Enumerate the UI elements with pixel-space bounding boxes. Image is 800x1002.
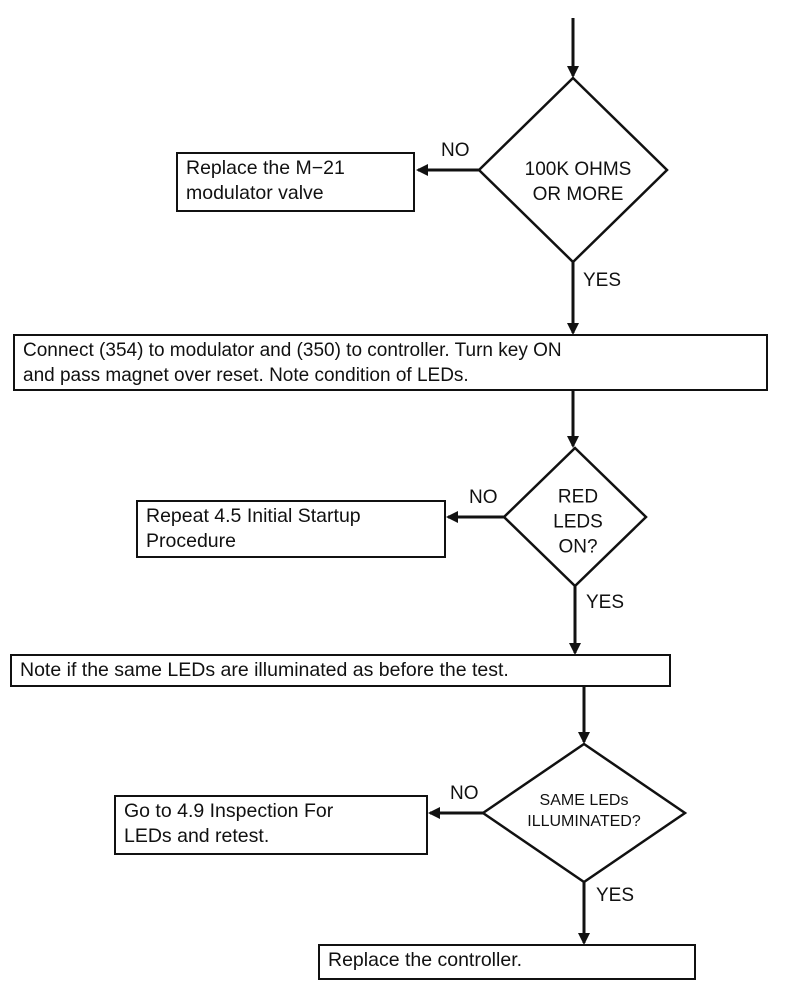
box-text-line: and pass magnet over reset. Note conditi…	[23, 365, 469, 386]
decision-text-line: ON?	[558, 536, 598, 558]
box-text-line: Replace the controller.	[328, 949, 523, 971]
label-yes-ohms: YES	[583, 270, 622, 291]
box-text-line: LEDs and retest.	[124, 825, 270, 847]
decision-text-same-leds: SAME LEDs ILLUMINATED?	[527, 790, 641, 832]
decision-text-line: LEDS	[553, 511, 603, 533]
decision-text-line: ILLUMINATED?	[527, 813, 641, 830]
decision-text-line: RED	[557, 486, 599, 508]
box-note-leds: Note if the same LEDs are illuminated as…	[10, 654, 671, 687]
box-text-line: Replace the M−21	[186, 157, 345, 179]
box-connect: Connect (354) to modulator and (350) to …	[13, 334, 768, 391]
box-text-line: Procedure	[146, 530, 236, 552]
box-text-line: Connect (354) to modulator and (350) to …	[23, 340, 562, 361]
box-text-line: Go to 4.9 Inspection For	[124, 800, 334, 822]
label-no-red: NO	[469, 487, 498, 508]
label-yes-same: YES	[596, 885, 635, 906]
box-text-line: Note if the same LEDs are illuminated as…	[20, 659, 509, 681]
label-yes-red: YES	[586, 592, 625, 613]
box-text-line: Repeat 4.5 Initial Startup	[146, 505, 361, 527]
box-goto-inspection: Go to 4.9 Inspection For LEDs and retest…	[114, 795, 428, 855]
label-no-same: NO	[450, 783, 479, 804]
decision-text-line: SAME LEDs	[539, 792, 629, 809]
decision-text-line: 100K OHMS	[524, 159, 632, 180]
decision-text-line: OR MORE	[532, 184, 624, 205]
decision-text-ohms: 100K OHMS OR MORE	[525, 157, 632, 207]
label-no-ohms: NO	[441, 140, 470, 161]
box-replace-controller: Replace the controller.	[318, 944, 696, 980]
box-repeat-startup: Repeat 4.5 Initial Startup Procedure	[136, 500, 446, 558]
box-text-line: modulator valve	[186, 182, 324, 204]
box-replace-modulator: Replace the M−21 modulator valve	[176, 152, 415, 212]
decision-text-red-leds: RED LEDS ON?	[553, 485, 603, 560]
